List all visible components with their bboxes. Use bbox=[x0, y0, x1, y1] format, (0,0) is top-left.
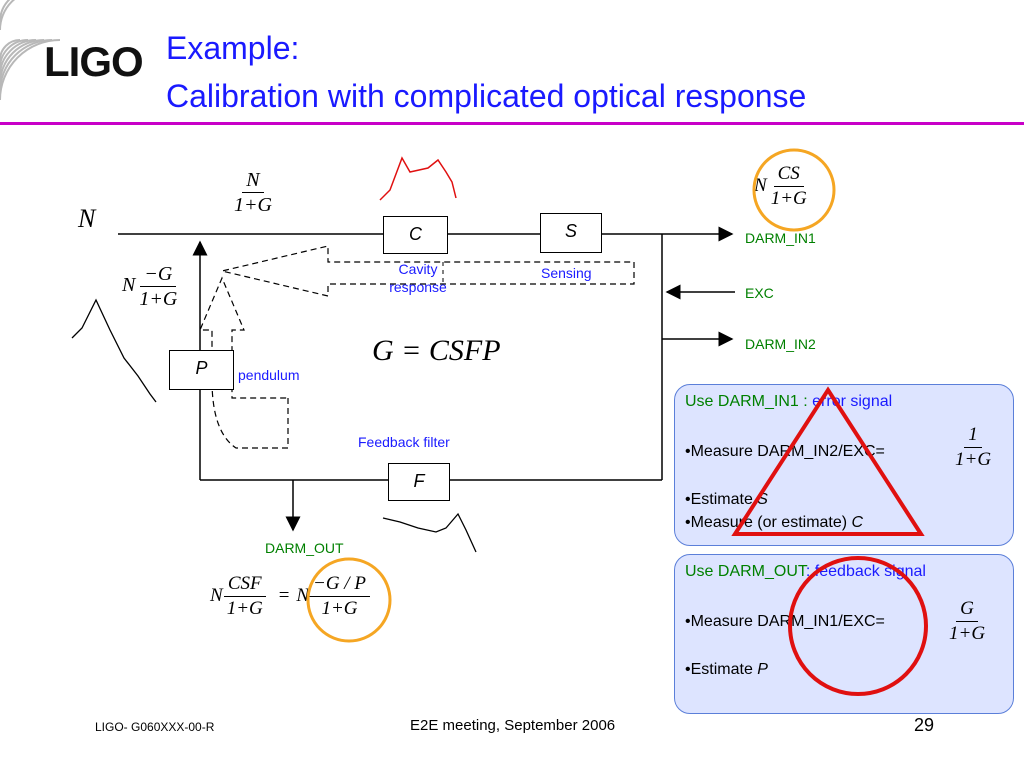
feedback-panel-item-measure: •Measure DARM_IN1/EXC= bbox=[685, 613, 885, 630]
loop-gain-equation: G = CSFP bbox=[372, 334, 501, 367]
pendulum-label: pendulum bbox=[238, 367, 300, 383]
error-signal-highlight-triangle bbox=[731, 386, 925, 536]
darm-out-highlight-circle bbox=[306, 557, 392, 643]
feedback-panel-heading: Use DARM_OUT: feedback signal bbox=[685, 563, 926, 580]
darm-out-label: DARM_OUT bbox=[265, 540, 344, 556]
page-title-line1: Example: bbox=[166, 30, 300, 66]
logo bbox=[0, 0, 160, 110]
equation-top-left: N 1+G bbox=[234, 169, 272, 216]
feedback-panel-item-estimate: •Estimate P bbox=[685, 661, 768, 678]
error-panel-item-estimate: •Estimate S bbox=[685, 491, 768, 508]
feedback-panel-fraction: G 1+G bbox=[949, 598, 986, 644]
equation-left: N −G 1+G bbox=[122, 263, 178, 310]
darm-in2-label: DARM_IN2 bbox=[745, 336, 816, 352]
darm-in1-highlight-circle bbox=[752, 148, 836, 232]
exc-label: EXC bbox=[745, 285, 774, 301]
logo-text: LIGO bbox=[44, 38, 144, 85]
feedback-signal-panel: Use DARM_OUT: feedback signal •Measure D… bbox=[674, 554, 1014, 714]
footer-event: E2E meeting, September 2006 bbox=[410, 717, 616, 734]
pendulum-block-p: P bbox=[169, 350, 234, 390]
cavity-block-c: C bbox=[383, 216, 448, 254]
sensing-label: Sensing bbox=[541, 265, 592, 281]
title-divider bbox=[0, 122, 1024, 125]
error-panel-item-measure: •Measure DARM_IN2/EXC= bbox=[685, 443, 885, 460]
logo-arcs-icon bbox=[0, 0, 61, 101]
sensing-block-s: S bbox=[540, 213, 602, 253]
footer-doc-id: LIGO- G060XXX-00-R bbox=[95, 720, 215, 734]
error-signal-panel: Use DARM_IN1 : error signal •Measure DAR… bbox=[674, 384, 1014, 546]
filter-block-f: F bbox=[388, 463, 450, 501]
page-title-line2: Calibration with complicated optical res… bbox=[166, 78, 807, 114]
cavity-response-label: Cavity response bbox=[389, 261, 447, 295]
error-panel-item-measure-c: •Measure (or estimate) C bbox=[685, 514, 864, 531]
footer-page-number: 29 bbox=[914, 715, 935, 735]
equation-darm-out: N CSF 1+G =N −G / P 1+G bbox=[210, 572, 370, 621]
darm-in1-label: DARM_IN1 bbox=[745, 230, 816, 246]
error-panel-fraction: 1 1+G bbox=[955, 424, 992, 470]
feedback-filter-label: Feedback filter bbox=[358, 434, 450, 450]
feedback-signal-highlight-circle bbox=[788, 556, 928, 696]
equation-darm-in1: N CS 1+G bbox=[754, 163, 807, 209]
input-noise-label: N bbox=[78, 204, 96, 233]
